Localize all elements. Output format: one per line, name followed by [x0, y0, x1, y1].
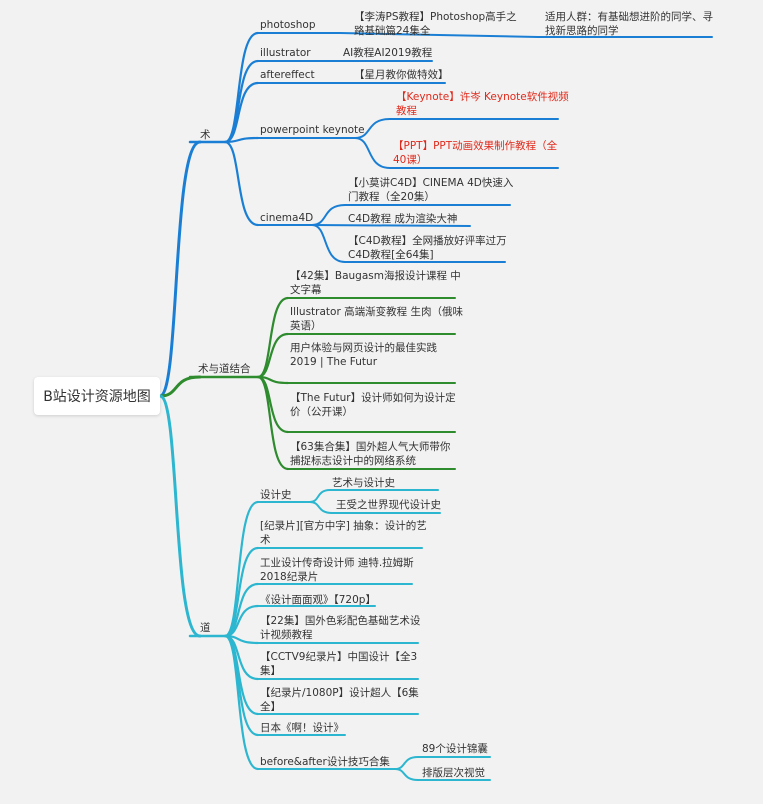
node-ba-2[interactable]: 排版层次视觉: [422, 767, 485, 779]
link-shudao-4: [256, 375, 290, 434]
node-c4d-course-2[interactable]: C4D教程 成为渲染大神: [348, 213, 458, 225]
link-shudao-2: [256, 332, 290, 379]
node-illustrator-course[interactable]: AI教程AI2019教程: [343, 47, 433, 59]
node-dao-item-1[interactable]: [纪录片][官方中字] 抽象：设计的艺 术: [260, 520, 427, 546]
node-photoshop-note[interactable]: 适用人群：有基础想进阶的同学、寻 找新思路的同学: [545, 11, 713, 37]
branch-dao[interactable]: 道: [200, 622, 211, 634]
node-dao-item-6[interactable]: 【纪录片/1080P】设计超人【6集 全】: [260, 687, 419, 713]
link-keynote-1: [354, 118, 391, 139]
link-history-2: [309, 501, 333, 514]
root-node[interactable]: B站设计资源地图: [34, 377, 160, 415]
node-illustrator[interactable]: illustrator: [260, 47, 311, 59]
node-before-after[interactable]: before&after设计技巧合集: [260, 756, 390, 768]
node-history-1[interactable]: 艺术与设计史: [332, 477, 395, 489]
underline-c4d-2: [311, 224, 471, 227]
link-root-shu: [158, 140, 202, 398]
node-dao-item-5[interactable]: 【CCTV9纪录片】中国设计【全3 集】: [260, 651, 418, 677]
node-c4d-course-1[interactable]: 【小莫讲C4D】CINEMA 4D快速入 门教程（全20集）: [348, 177, 514, 203]
link-shudao-5: [256, 375, 290, 471]
link-dao-1: [223, 546, 260, 638]
node-shudao-item-5[interactable]: 【63集合集】国外超人气大师带你 捕捉标志设计中的网络系统: [290, 441, 451, 467]
node-photoshop[interactable]: photoshop: [260, 19, 316, 31]
node-photoshop-course[interactable]: 【李涛PS教程】Photoshop高手之 路基础篇24集全: [354, 11, 517, 37]
node-history-2[interactable]: 王受之世界现代设计史: [336, 499, 441, 511]
link-cinema4d: [223, 140, 260, 227]
node-c4d-course-3[interactable]: 【C4D教程】全网播放好评率过万 C4D教程[全64集]: [348, 235, 507, 261]
link-c4d-3: [311, 224, 346, 263]
link-root-dao: [158, 394, 202, 638]
node-shudao-item-4[interactable]: 【The Futur】设计师如何为设计定 价（公开课）: [290, 392, 456, 418]
branch-shu[interactable]: 术: [200, 129, 211, 141]
node-aftereffect[interactable]: aftereffect: [260, 69, 315, 81]
link-history-1: [309, 489, 331, 503]
node-shudao-item-3[interactable]: 用户体验与网页设计的最佳实践 2019 | The Futur: [290, 342, 437, 368]
link-ps-course: [339, 32, 539, 38]
node-design-history[interactable]: 设计史: [260, 489, 292, 501]
link-shudao-1: [256, 296, 290, 379]
node-cinema4d[interactable]: cinema4D: [260, 212, 314, 224]
node-dao-item-3[interactable]: 《设计面面观》【720p】: [260, 594, 376, 606]
node-keynote-course[interactable]: 【Keynote】许岑 Keynote软件视频 教程: [396, 91, 569, 117]
link-c4d-1: [311, 204, 346, 226]
node-shudao-item-1[interactable]: 【42集】Baugasm海报设计课程 中 文字幕: [290, 270, 461, 296]
node-dao-item-2[interactable]: 工业设计传奇设计师 迪特.拉姆斯 2018纪录片: [260, 557, 414, 583]
node-aftereffect-course[interactable]: 【星月教你做特效】: [354, 69, 449, 81]
node-ppt-course[interactable]: 【PPT】PPT动画效果制作教程（全 40课）: [393, 140, 558, 166]
node-dao-item-7[interactable]: 日本《啊！设计》: [260, 722, 344, 734]
node-shudao-item-2[interactable]: Illustrator 高端渐变教程 生肉（俄味 英语）: [290, 306, 463, 332]
link-ba-1: [394, 756, 419, 770]
node-ba-1[interactable]: 89个设计锦囊: [422, 743, 488, 755]
node-dao-item-4[interactable]: 【22集】国外色彩配色基础艺术设 计视频教程: [260, 615, 421, 641]
link-keynote: [223, 136, 260, 144]
link-before-after: [223, 634, 260, 771]
link-ba-2: [394, 768, 419, 781]
link-aftereffect: [223, 81, 260, 144]
node-keynote[interactable]: powerpoint keynote: [260, 124, 365, 136]
branch-shudao[interactable]: 术与道结合: [198, 363, 251, 375]
link-keynote-2: [354, 137, 391, 169]
